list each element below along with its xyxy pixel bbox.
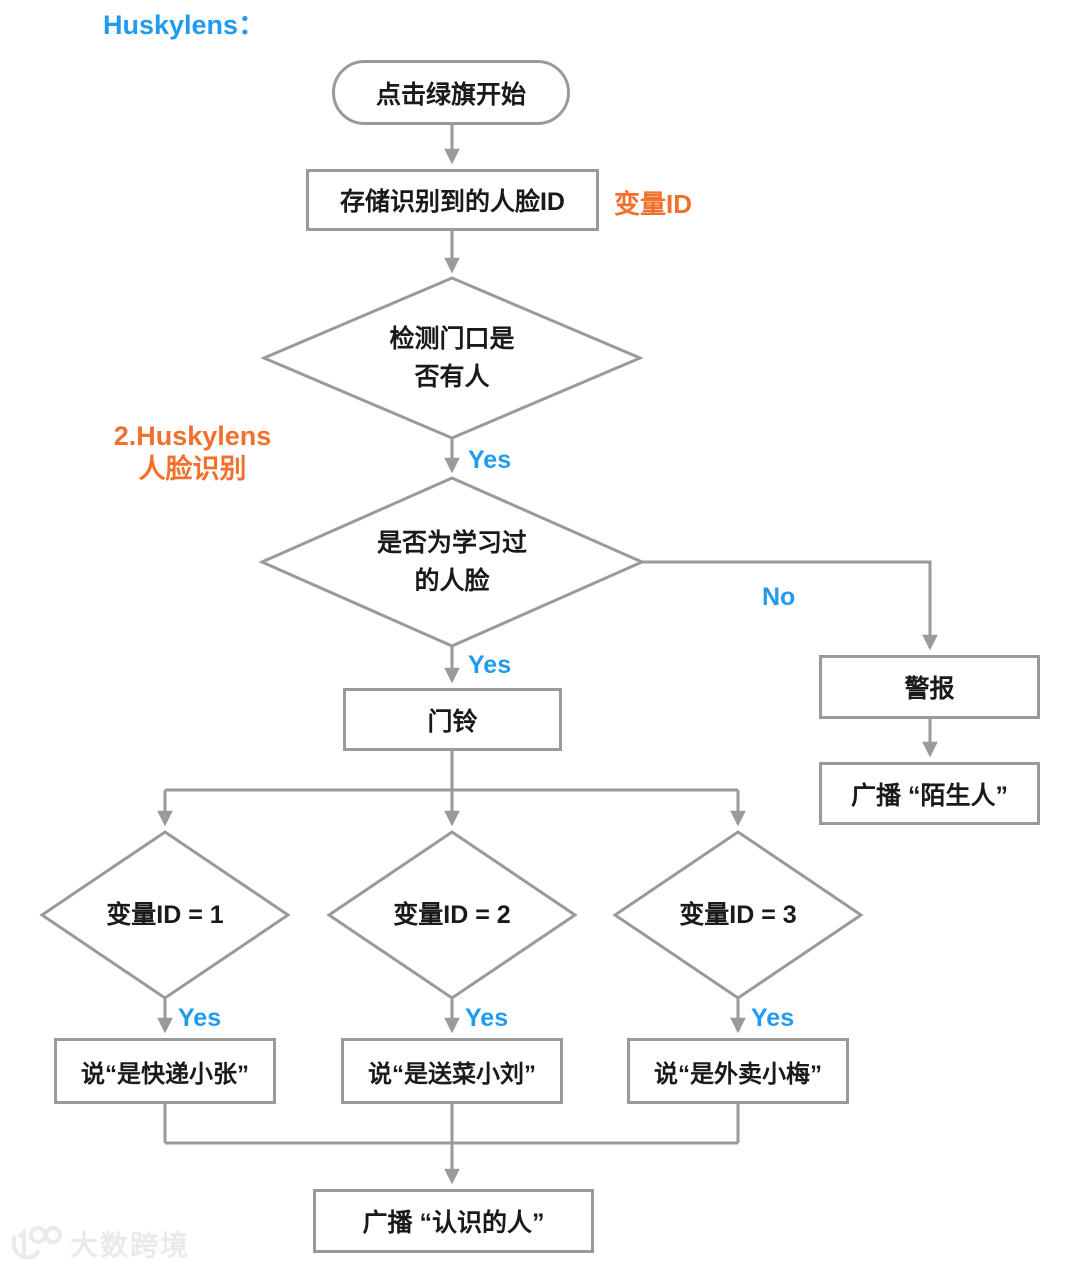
edge-label-no-learned: No xyxy=(762,583,796,611)
step-annotation: 2.Huskylens 人脸识别 xyxy=(100,420,285,486)
decision-detect-person-line2: 否有人 xyxy=(414,363,490,391)
edge-label-yes-detect: Yes xyxy=(468,446,512,474)
edge-label-yes-id1: Yes xyxy=(178,1004,222,1032)
node-broadcast-known: 广播 “认识的人” xyxy=(313,1189,594,1253)
node-say-takeout-mei: 说“是外卖小梅” xyxy=(627,1038,849,1104)
decision-id2-label: 变量ID = 2 xyxy=(393,901,511,929)
decision-id1-shape xyxy=(39,830,291,1000)
node-doorbell: 门铃 xyxy=(343,688,562,751)
decision-id1-label: 变量ID = 1 xyxy=(106,901,224,929)
decision-id3-label: 变量ID = 3 xyxy=(679,901,797,929)
decision-id2-shape xyxy=(326,830,578,1000)
node-start: 点击绿旗开始 xyxy=(332,60,570,125)
decision-learned-face-line2: 的人脸 xyxy=(414,567,490,595)
decision-detect-person-label: 检测门口是 否有人 xyxy=(389,320,514,396)
decision-learned-face-line1: 是否为学习过 xyxy=(376,529,528,557)
variable-id-annotation: 变量ID xyxy=(614,189,693,219)
node-alarm: 警报 xyxy=(819,655,1040,719)
edge-label-yes-id3: Yes xyxy=(751,1004,795,1032)
decision-learned-face-label: 是否为学习过 的人脸 xyxy=(377,524,527,600)
decision-id3-shape xyxy=(612,830,864,1000)
edge-learned-alarm-no xyxy=(642,560,938,651)
edge-label-yes-id2: Yes xyxy=(465,1004,509,1032)
decision-detect-person-line1: 检测门口是 xyxy=(389,325,515,353)
decision-detect-person-shape xyxy=(260,276,644,440)
step-annotation-line2: 人脸识别 xyxy=(138,454,247,484)
node-store-face-id: 存储识别到的人脸ID xyxy=(306,169,599,231)
edge-label-yes-learned: Yes xyxy=(468,651,512,679)
node-say-grocery-liu: 说“是送菜小刘” xyxy=(341,1038,563,1104)
node-broadcast-stranger: 广播 “陌生人” xyxy=(819,762,1040,825)
node-say-courier-zhang: 说“是快递小张” xyxy=(54,1038,276,1104)
decision-learned-face-shape xyxy=(258,476,646,648)
page-title: Huskylens： xyxy=(103,10,266,40)
watermark-text: 大数跨境 xyxy=(70,1230,191,1261)
watermark: 大数跨境 xyxy=(8,1224,190,1264)
watermark-logo-icon xyxy=(11,1226,62,1260)
step-annotation-line1: 2.Huskylens xyxy=(113,421,272,451)
